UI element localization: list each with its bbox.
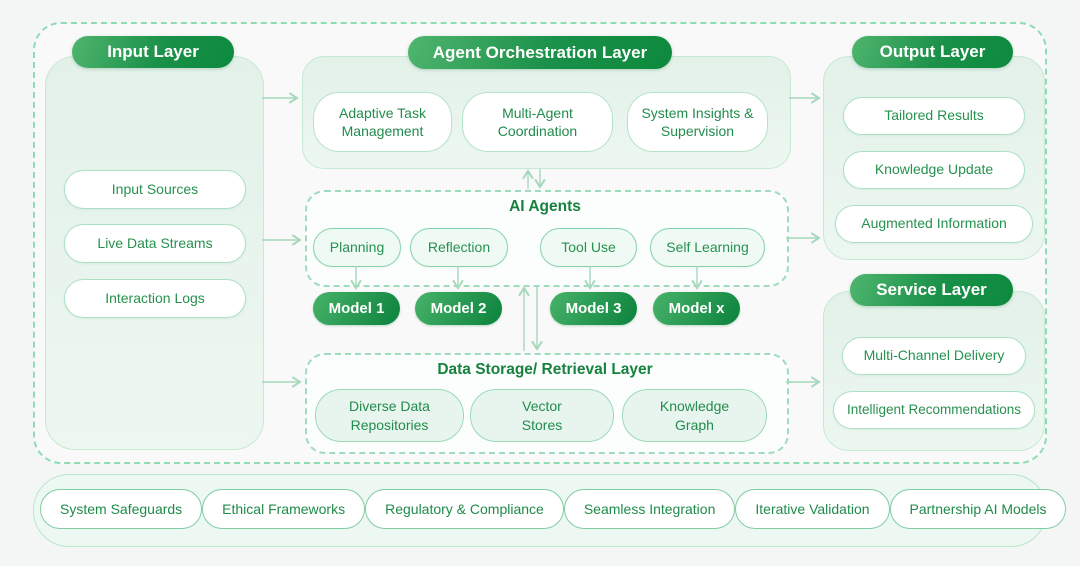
node-label: Regulatory & Compliance: [385, 501, 544, 517]
node-label: Diverse Data Repositories: [349, 398, 430, 433]
node-label: Adaptive Task Management: [339, 104, 426, 139]
orchestration-layer-header: Agent Orchestration Layer: [408, 36, 672, 69]
output-layer-title: Output Layer: [879, 42, 986, 61]
node-label: Iterative Validation: [755, 501, 870, 517]
node-label: Model 3: [565, 300, 622, 317]
node-system-safeguards: System Safeguards: [40, 489, 203, 529]
data-storage-title: Data Storage/ Retrieval Layer: [437, 361, 653, 378]
node-regulatory-compliance: Regulatory & Compliance: [365, 489, 564, 529]
node-label: Intelligent Recommendations: [846, 401, 1022, 417]
node-label: Planning: [329, 238, 385, 255]
node-knowledge-graph: Knowledge Graph: [622, 389, 767, 442]
node-tailored-results: Tailored Results: [843, 97, 1025, 135]
node-label: Model 2: [430, 300, 487, 317]
input-layer-header: Input Layer: [72, 36, 234, 68]
node-label: Multi-Agent Coordination: [497, 104, 578, 139]
node-label: Input Sources: [111, 180, 199, 197]
node-label: Vector Stores: [521, 398, 563, 433]
node-label: Model x: [668, 300, 725, 317]
node-reflection: Reflection: [410, 228, 508, 267]
node-iterative-validation: Iterative Validation: [735, 489, 890, 529]
node-label: Knowledge Graph: [659, 398, 730, 433]
node-label: Ethical Frameworks: [222, 501, 346, 517]
node-label: System Insights & Supervision: [641, 104, 754, 139]
node-adaptive-task-management: Adaptive Task Management: [313, 92, 452, 152]
node-label: Seamless Integration: [583, 501, 716, 517]
node-live-data-streams: Live Data Streams: [64, 224, 246, 263]
node-label: Model 1: [328, 300, 385, 317]
node-model-2: Model 2: [415, 292, 502, 325]
node-vector-stores: Vector Stores: [470, 389, 614, 442]
node-multi-agent-coordination: Multi-Agent Coordination: [462, 92, 613, 152]
node-label: Tailored Results: [884, 107, 984, 124]
node-interaction-logs: Interaction Logs: [64, 279, 246, 318]
node-seamless-integration: Seamless Integration: [563, 489, 736, 529]
node-label: Partnership AI Models: [909, 501, 1047, 517]
orchestration-layer-title: Agent Orchestration Layer: [432, 42, 648, 62]
service-layer-header: Service Layer: [850, 274, 1013, 306]
node-label: Tool Use: [561, 238, 616, 255]
node-knowledge-update: Knowledge Update: [843, 151, 1025, 189]
output-layer-header: Output Layer: [852, 36, 1013, 68]
node-model-3: Model 3: [550, 292, 637, 325]
node-label: Reflection: [427, 238, 491, 255]
foundation-items: System Safeguards Ethical Frameworks Reg…: [40, 489, 1067, 529]
node-tool-use: Tool Use: [540, 228, 637, 267]
node-input-sources: Input Sources: [64, 170, 246, 209]
node-label: Multi-Channel Delivery: [863, 347, 1005, 364]
node-multi-channel-delivery: Multi-Channel Delivery: [842, 337, 1026, 375]
node-label: Self Learning: [666, 238, 749, 255]
node-model-x: Model x: [653, 292, 740, 325]
node-label: Interaction Logs: [105, 289, 205, 306]
ai-agents-title: AI Agents: [509, 198, 581, 215]
node-partnership-ai-models: Partnership AI Models: [889, 489, 1067, 529]
node-label: Augmented Information: [861, 215, 1007, 232]
node-augmented-information: Augmented Information: [835, 205, 1033, 243]
node-diverse-data-repositories: Diverse Data Repositories: [315, 389, 464, 442]
service-layer-title: Service Layer: [876, 280, 987, 299]
node-self-learning: Self Learning: [650, 228, 765, 267]
node-system-insights-supervision: System Insights & Supervision: [627, 92, 768, 152]
node-model-1: Model 1: [313, 292, 400, 325]
node-label: System Safeguards: [60, 501, 183, 517]
node-planning: Planning: [313, 228, 401, 267]
node-ethical-frameworks: Ethical Frameworks: [202, 489, 366, 529]
input-layer-title: Input Layer: [107, 42, 199, 61]
node-label: Live Data Streams: [97, 234, 213, 251]
node-intelligent-recommendations: Intelligent Recommendations: [833, 391, 1035, 429]
node-label: Knowledge Update: [874, 161, 994, 178]
